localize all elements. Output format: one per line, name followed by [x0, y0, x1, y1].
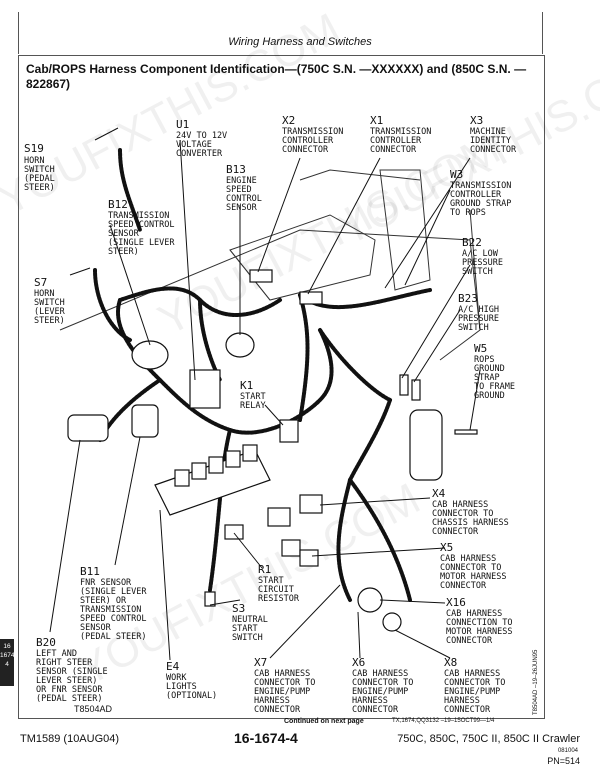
b13-sensor — [225, 332, 255, 358]
w5-strap — [454, 429, 478, 435]
b23-switch — [411, 379, 421, 401]
side-code: T8504AD –19–26JUN95 — [533, 649, 539, 715]
b22-switch — [399, 374, 409, 396]
footer-model: 750C, 850C, 750C II, 850C II Crawler — [397, 733, 580, 745]
footer-manual-id: TM1589 (10AUG04) — [20, 733, 120, 745]
receiver-dryer — [409, 409, 443, 481]
footer-pn: PN=514 — [547, 756, 580, 766]
x4-connector-mate — [267, 507, 291, 527]
tab-line: 16 — [3, 643, 11, 650]
section-tab: 16 1674 4 — [0, 639, 14, 686]
b12-sensor — [131, 340, 169, 370]
x16-connector — [357, 587, 383, 613]
page-title: Cab/ROPS Harness Component Identificatio… — [26, 62, 527, 91]
reference-code: TX,1674,QQ3132 –19–15OCT99—1/4 — [392, 718, 495, 724]
figure-code: T8504AD — [74, 704, 113, 714]
x4-connector — [299, 494, 323, 514]
section-header: Wiring Harness and Switches — [228, 36, 372, 48]
k1-relay — [279, 419, 299, 443]
transmission-controller — [229, 214, 376, 301]
b11-sensor — [131, 404, 159, 438]
figure-frame — [18, 55, 545, 719]
x1-connector — [299, 291, 323, 305]
header-frame — [18, 12, 543, 54]
r1-resistor — [224, 524, 244, 540]
footer-page-number: 16-1674-4 — [234, 730, 298, 746]
tab-line: 1674 — [0, 652, 15, 659]
x5-connector-mate — [299, 549, 319, 567]
x2-connector — [249, 269, 273, 283]
x5-connector — [281, 539, 301, 557]
x8-connector — [382, 612, 402, 632]
continued-note: Continued on next page — [284, 718, 364, 725]
tab-line: 4 — [5, 661, 9, 668]
b20-sensor — [67, 414, 109, 442]
s3-switch — [204, 591, 216, 607]
footer-date: 081004 — [557, 748, 578, 754]
